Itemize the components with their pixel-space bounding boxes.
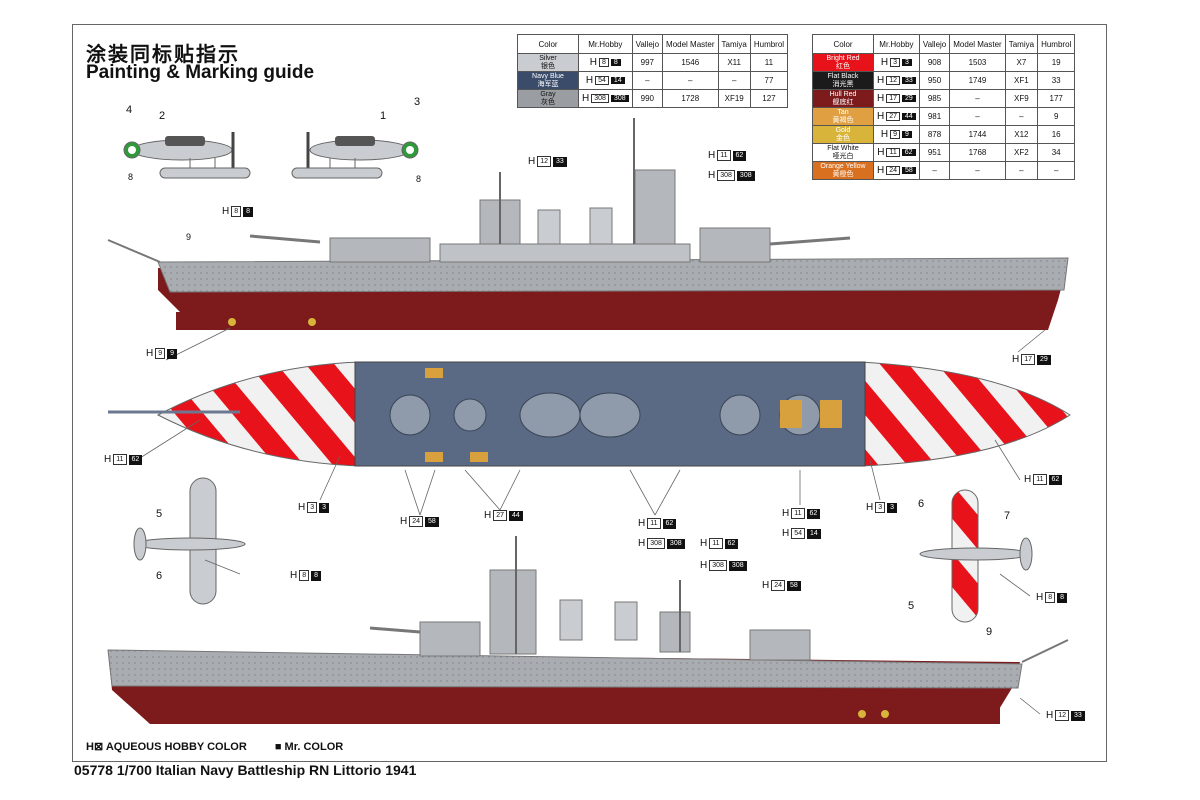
color-legend: H⊠ AQUEOUS HOBBY COLOR ■ Mr. COLOR [86, 740, 344, 754]
part-number-3: 3 [414, 96, 421, 108]
vallejo-code: – [918, 161, 951, 180]
part-number-9: 9 [986, 626, 993, 638]
part-number-1: 1 [380, 110, 387, 122]
ship-top-view [108, 361, 1071, 467]
ship-profile-upper [107, 118, 1069, 330]
part-number-5: 5 [156, 508, 163, 520]
tamiya-code: – [1004, 161, 1039, 180]
part-number-2: 2 [159, 110, 166, 122]
part-number-8: 8 [128, 172, 134, 182]
part-number-9: 9 [186, 232, 192, 242]
part-number-7: 7 [1004, 510, 1011, 522]
title-chinese: 涂装同标贴指示 [86, 44, 240, 66]
seaplane-top-left [133, 477, 246, 605]
humbrol-code: – [1037, 161, 1076, 180]
part-number-5: 5 [908, 600, 915, 612]
tamiya-code: X12 [1004, 125, 1039, 144]
part-number-8: 8 [416, 174, 422, 184]
ship-profile-lower [107, 536, 1069, 724]
part-number-6: 6 [918, 498, 925, 510]
seaplane-side-right [291, 132, 419, 179]
table-header-cell: Vallejo [918, 34, 951, 54]
seaplane-top-right [919, 489, 1033, 623]
tamiya-code: XF19 [717, 89, 751, 108]
humbrol-code: 127 [749, 89, 789, 108]
part-number-6: 6 [156, 570, 163, 582]
model-master-code: 1728 [662, 89, 719, 108]
part-number-4: 4 [126, 104, 133, 116]
vallejo-code: 997 [631, 53, 664, 72]
vallejo-code: 990 [631, 89, 664, 108]
seaplane-side-left [123, 132, 251, 179]
product-title: 05778 1/700 Italian Navy Battleship RN L… [74, 762, 417, 778]
aqueous-legend: H⊠ AQUEOUS HOBBY COLOR [86, 741, 247, 753]
mr-color-legend: ■ Mr. COLOR [274, 740, 344, 753]
title-english: Painting & Marking guide [86, 62, 315, 83]
vallejo-code: 985 [918, 89, 951, 108]
